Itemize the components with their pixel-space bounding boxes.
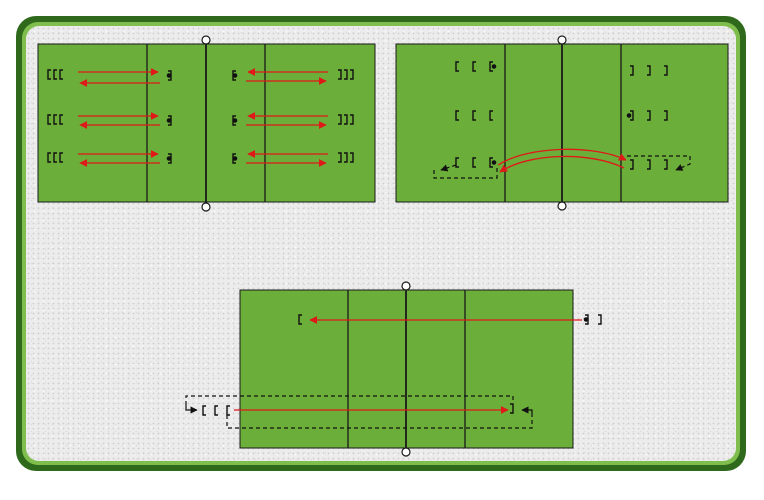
net-post-icon xyxy=(201,202,211,212)
serve-arrows xyxy=(234,316,582,414)
player-markers xyxy=(202,314,602,416)
player-group-right xyxy=(338,69,354,163)
player-group-right xyxy=(626,65,668,170)
rotation-paths xyxy=(185,395,533,429)
net-post-icon xyxy=(557,201,567,211)
court-top-left xyxy=(37,35,376,212)
court-top-right xyxy=(395,35,729,211)
net-post-icon xyxy=(401,281,411,291)
player-group-left xyxy=(455,61,497,168)
cross-court-arrows xyxy=(497,148,627,173)
player-group-left xyxy=(47,69,63,163)
net-post-icon xyxy=(201,35,211,45)
pass-arrows xyxy=(78,68,328,167)
net-post-icon xyxy=(557,35,567,45)
rotation-paths xyxy=(433,155,691,179)
net-post-icon xyxy=(401,447,411,457)
setter-markers xyxy=(166,70,238,164)
rotation-arrowheads xyxy=(185,405,533,414)
court-bottom xyxy=(185,281,602,457)
